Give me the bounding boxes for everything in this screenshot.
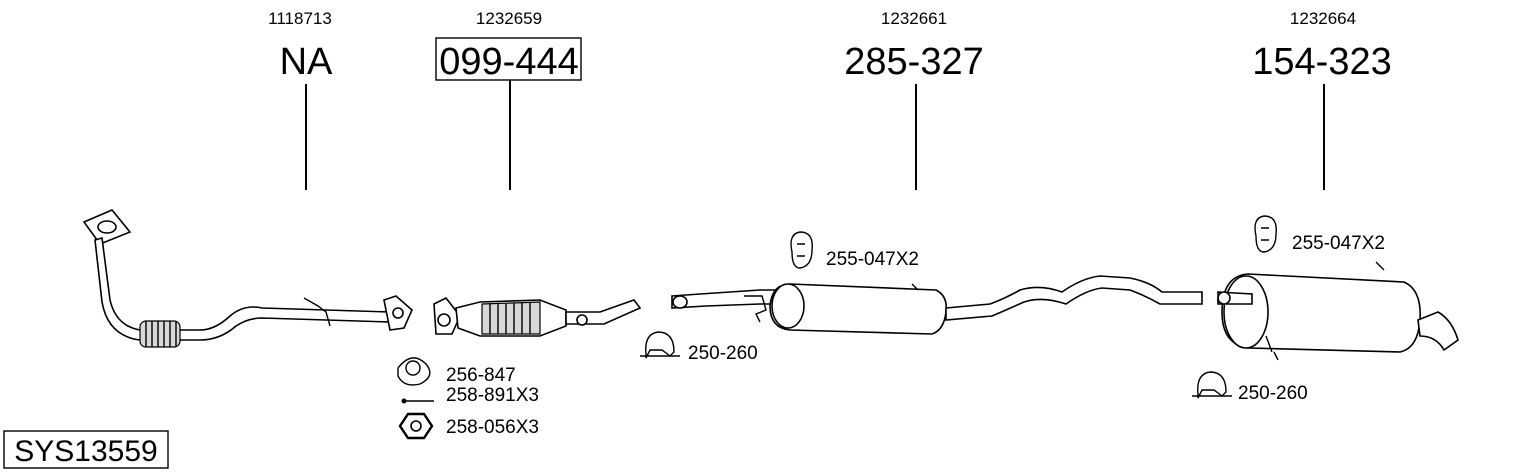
part-rear-silencer[interactable]: 1232664 154-323: [1217, 9, 1459, 361]
part-number-front-pipe[interactable]: NA: [280, 41, 333, 83]
part-catalytic-converter[interactable]: 1232659 099-444: [433, 9, 642, 337]
front-pipe-drawing: [82, 209, 413, 348]
accessory-clamp-1[interactable]: 250-260: [640, 331, 758, 364]
accessory-hanger-1-label: 255-047X2: [826, 249, 919, 270]
accessory-clamp-2[interactable]: 250-260: [1192, 371, 1308, 404]
accessory-gasket[interactable]: 256-847: [397, 357, 516, 386]
accessory-gasket-label: 256-847: [446, 365, 516, 386]
oem-number-catalytic-converter: 1232659: [476, 9, 542, 28]
oem-number-rear-silencer: 1232664: [1290, 9, 1356, 28]
oem-number-middle-silencer: 1232661: [881, 9, 947, 28]
part-middle-silencer[interactable]: 1232661 285-327: [671, 9, 1203, 335]
accessory-hanger-2[interactable]: 255-047X2: [1254, 215, 1385, 254]
accessory-hanger-1[interactable]: 255-047X2: [790, 231, 919, 270]
rear-silencer-drawing: [1217, 261, 1459, 361]
catalytic-converter-drawing: [433, 296, 642, 337]
part-number-box: [435, 37, 582, 81]
system-code-label: SYS13559: [14, 435, 157, 468]
system-code: SYS13559: [3, 430, 169, 469]
accessory-nut[interactable]: 258-056X3: [398, 412, 539, 440]
part-number-catalytic-converter[interactable]: 099-444: [439, 41, 578, 83]
accessory-clamp-2-label: 250-260: [1238, 383, 1308, 404]
accessory-clamp-1-label: 250-260: [688, 343, 758, 364]
accessory-bolt-label: 258-891X3: [446, 385, 539, 406]
accessory-hanger-2-label: 255-047X2: [1292, 233, 1385, 254]
accessory-nut-label: 258-056X3: [446, 417, 539, 438]
part-number-rear-silencer[interactable]: 154-323: [1252, 41, 1391, 83]
accessory-bolt[interactable]: 258-891X3: [401, 385, 539, 406]
middle-silencer-drawing: [671, 275, 1203, 335]
part-front-pipe[interactable]: 1118713 NA: [82, 9, 413, 348]
oem-number-front-pipe: 1118713: [268, 9, 332, 28]
part-number-middle-silencer[interactable]: 285-327: [844, 41, 983, 83]
